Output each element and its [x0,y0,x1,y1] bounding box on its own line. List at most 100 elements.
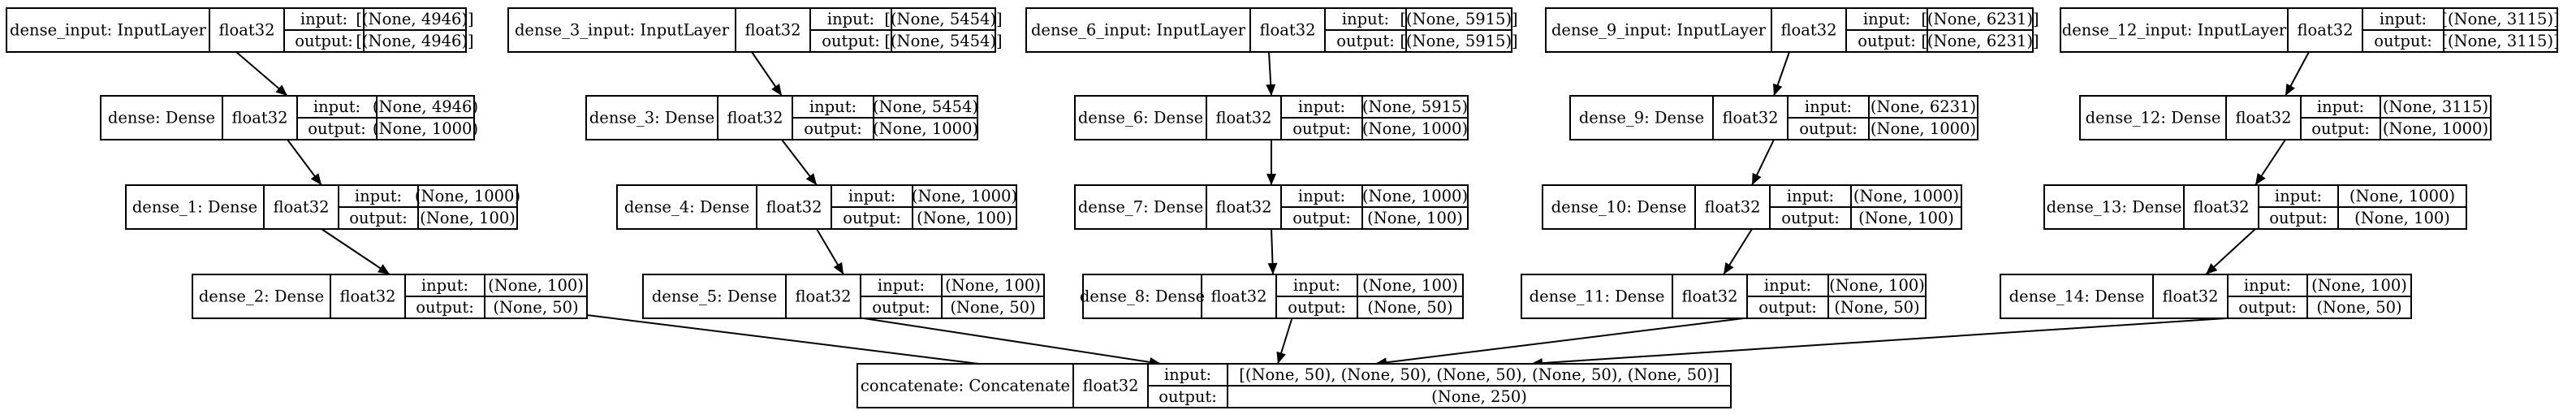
layer-dtype: float32 [1704,198,1760,217]
layer-dtype: float32 [1681,287,1737,306]
input-label: input: [313,97,360,116]
output-shape: [(None, 4946)] [356,32,473,50]
layer-dtype: float32 [2193,198,2249,217]
edge-arrowhead [310,173,321,185]
input-shape: (None, 5915) [1362,97,1468,116]
edge-arrowhead [805,173,817,185]
layer-dtype: float32 [1259,21,1315,40]
layer-name: dense_11: Dense [1530,287,1665,306]
output-shape: (None, 100) [420,209,516,227]
layer-name: dense_12_input: InputLayer [2062,21,2287,40]
layer-name: concatenate: Concatenate [861,377,1070,395]
output-shape: (None, 50) [1834,298,1919,317]
layer-dtype: float32 [1082,377,1138,395]
layer-name: dense_1: Dense [132,198,257,217]
edge-arrowhead [2206,263,2218,274]
input-shape: (None, 100) [488,276,584,295]
input-shape: [(None, 6231)] [1921,10,2039,28]
input-label: input: [848,187,895,205]
output-shape: (None, 50) [493,298,578,317]
layer-name: dense_5: Dense [652,287,777,306]
layer-name: dense_6_input: InputLayer [1031,21,1246,40]
output-shape: (None, 1000) [373,119,478,138]
edge-arrowhead [1772,83,1783,96]
input-label: input: [1787,187,1834,205]
output-shape: (None, 100) [917,209,1012,227]
layer-dtype: float32 [2162,287,2218,306]
input-label: input: [809,97,857,116]
output-shape: (None, 100) [2354,209,2450,227]
edge-arrowhead [1276,351,1286,364]
edge-dense_14-to-concatenate [1530,317,2227,365]
input-label: input: [2317,97,2364,116]
output-label: output: [1292,119,1351,138]
nodes-layer: dense_input: InputLayer float32 input: outp… [6,7,2560,408]
layer-name: dense_6: Dense [1078,109,1203,127]
output-shape: [(None, 6231)] [1921,32,2039,50]
edge-arrowhead [378,264,390,274]
input-shape: (None, 1000) [1853,187,1959,205]
layer-dtype: float32 [218,21,274,40]
layer-dtype: float32 [339,287,395,306]
edge-arrowhead [275,84,287,96]
input-shape: [(None, 4946)] [356,10,473,28]
layer-name: dense_14: Dense [2009,287,2145,306]
layer-name: dense_9_input: InputLayer [1551,21,1767,40]
edge-arrowhead [1266,84,1276,96]
input-shape: [(None, 3115)] [2441,10,2559,28]
edge-arrowhead [1752,172,1762,185]
edge-arrowhead [2285,83,2295,96]
output-label: output: [1858,32,1916,50]
layer-dtype: float32 [1722,109,1778,127]
layer-dtype: float32 [231,109,287,127]
output-shape: (None, 100) [1367,209,1463,227]
input-shape: (None, 100) [1362,276,1458,295]
output-label: output: [349,209,408,227]
edge-dense_1-to-dense_2 [321,228,390,275]
node-box [1569,95,1978,140]
edge-arrowhead [2255,173,2266,185]
edge-arrowhead [1724,261,1734,274]
layer-dtype: float32 [1215,198,1271,217]
output-shape: (None, 50) [1367,298,1452,317]
layer-name: dense_9: Dense [1579,109,1704,127]
output-label: output: [308,119,366,138]
layer-name: dense_12: Dense [2086,109,2221,127]
layer-node-dense_9_input: dense_9_input: InputLayer float32 input: ou… [1545,7,2039,53]
output-shape: (None, 1000) [873,119,978,138]
layer-name: dense_4: Dense [624,198,749,217]
edge-arrowhead [771,84,782,96]
input-label: input: [1863,10,1910,28]
input-shape: [(None, 5915)] [1400,10,1517,28]
output-shape: [(None, 5915)] [1400,32,1517,50]
output-shape: (None, 1000) [1362,119,1468,138]
input-shape: (None, 1000) [912,187,1017,205]
input-label: input: [1342,10,1389,28]
layer-dtype: float32 [1215,109,1271,127]
layer-name: dense_input: InputLayer [10,21,207,40]
input-shape: (None, 100) [1829,276,1925,295]
input-label: input: [1764,276,1811,295]
layer-name: dense_8: Dense [1080,287,1205,306]
input-label: input: [2275,187,2322,205]
layer-dtype: float32 [1780,21,1836,40]
input-label: input: [355,187,402,205]
output-label: output: [804,119,862,138]
layer-name: dense: Dense [108,109,215,127]
layer-name: dense_3: Dense [589,109,714,127]
output-label: output: [822,32,880,50]
